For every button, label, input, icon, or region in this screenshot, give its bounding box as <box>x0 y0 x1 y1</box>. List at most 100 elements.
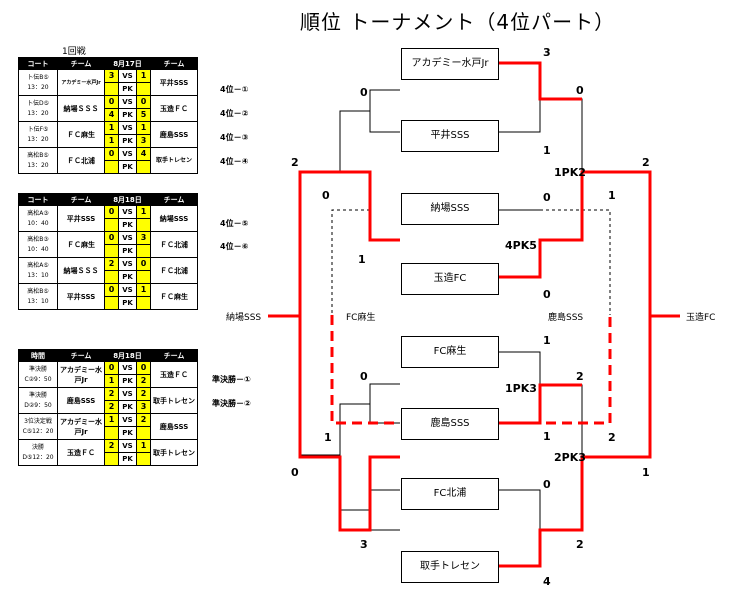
score-cell: 0 <box>104 361 119 375</box>
bracket-line <box>331 209 370 315</box>
score-label: 2PK3 <box>554 451 586 464</box>
col-header: チーム <box>57 349 105 362</box>
team-cell: 玉造ＦＣ <box>57 439 105 466</box>
team-cell: 鹿島SSS <box>150 121 198 148</box>
winner-line <box>268 170 400 318</box>
score-cell: 2 <box>136 413 151 427</box>
score-label: 2 <box>608 431 616 444</box>
third-left-label: FC麻生 <box>346 313 376 323</box>
score-label: 2 <box>642 156 650 169</box>
winner-line <box>498 315 612 425</box>
pk-score-cell: 3 <box>136 400 151 414</box>
score-label: 3 <box>360 538 368 551</box>
score-label: 1 <box>608 189 616 202</box>
match-label: 4位－② <box>220 109 249 118</box>
team-box: 取手トレセン <box>401 551 499 583</box>
team-box: アカデミー水戸Jr <box>401 48 499 80</box>
score-label: 0 <box>322 189 330 202</box>
match-label: 4位－⑥ <box>220 242 249 251</box>
pk-score-cell: 2 <box>136 374 151 388</box>
score-label: 2 <box>576 370 584 383</box>
bracket-line <box>369 89 400 133</box>
bracket-line <box>300 403 370 456</box>
team-cell: 納場ＳＳＳ <box>57 257 105 284</box>
page-title: 順位 トーナメント（4位パート） <box>300 10 616 34</box>
bracket-line <box>498 90 541 133</box>
team-cell: 平井SSS <box>57 283 105 310</box>
score-label: 1 <box>543 430 551 443</box>
bracket-line <box>369 489 400 531</box>
pk-score-cell <box>136 452 151 466</box>
pk-score-cell <box>136 270 151 284</box>
score-label: 0 <box>291 466 299 479</box>
score-label: 4PK5 <box>505 239 537 252</box>
bracket-line <box>540 98 583 172</box>
team-cell: 取手トレセン <box>150 387 198 414</box>
team-cell: 取手トレセン <box>150 147 198 174</box>
bracket-line <box>540 384 583 457</box>
score-label: 1 <box>543 334 551 347</box>
score-cell: 3 <box>136 231 151 245</box>
pk-score-cell: 5 <box>136 108 151 122</box>
team-cell: 平井SSS <box>150 69 198 96</box>
pk-score-cell <box>136 426 151 440</box>
pk-score-cell <box>104 296 119 310</box>
score-label: 0 <box>360 370 368 383</box>
pk-score-cell <box>104 218 119 232</box>
score-cell: 1 <box>104 121 119 135</box>
pk-score-cell <box>136 82 151 96</box>
score-label: 0 <box>543 191 551 204</box>
third-right-label: 鹿島SSS <box>548 313 584 323</box>
score-cell: 0 <box>104 283 119 297</box>
match-label: 準決勝－① <box>212 375 251 384</box>
score-label: 1 <box>324 431 332 444</box>
score-label: 0 <box>360 86 368 99</box>
col-header: チーム <box>57 57 105 70</box>
match-label: 4位－④ <box>220 157 249 166</box>
pk-score-cell <box>136 218 151 232</box>
score-cell: 1 <box>104 413 119 427</box>
score-label: 3 <box>543 46 551 59</box>
score-cell: 3 <box>104 69 119 83</box>
match-label: 4位－① <box>220 85 249 94</box>
score-label: 1 <box>543 144 551 157</box>
team-cell: ＦＣ北浦 <box>150 231 198 258</box>
team-cell: 鹿島SSS <box>57 387 105 414</box>
bracket-line <box>339 455 370 511</box>
score-label: 1 <box>642 466 650 479</box>
winner-line <box>498 170 680 318</box>
team-cell: ＦＣ北浦 <box>57 147 105 174</box>
pk-score-cell: 1 <box>104 374 119 388</box>
match-label: 4位－③ <box>220 133 249 142</box>
score-cell: 0 <box>104 205 119 219</box>
team-cell: 取手トレセン <box>150 439 198 466</box>
round1-caption: 1回戦 <box>62 47 86 57</box>
score-cell: 2 <box>104 257 119 271</box>
score-cell: 0 <box>104 95 119 109</box>
col-header: 8月17日 <box>104 57 151 70</box>
score-label: 0 <box>543 288 551 301</box>
match-label: 準決勝－② <box>212 399 251 408</box>
team-cell: 玉造ＦＣ <box>150 361 198 388</box>
winner-left-label: 納場SSS <box>226 313 262 323</box>
col-header: チーム <box>150 57 198 70</box>
bracket-line <box>540 209 611 315</box>
col-header: チーム <box>57 193 105 206</box>
team-box: 玉造FC <box>401 263 499 295</box>
team-box: FC麻生 <box>401 336 499 368</box>
score-label: 1PK2 <box>554 166 586 179</box>
score-cell: 1 <box>136 69 151 83</box>
winner-line <box>498 61 582 101</box>
team-cell: 納場SSS <box>150 205 198 232</box>
winner-line <box>330 315 400 425</box>
score-cell: 1 <box>136 283 151 297</box>
